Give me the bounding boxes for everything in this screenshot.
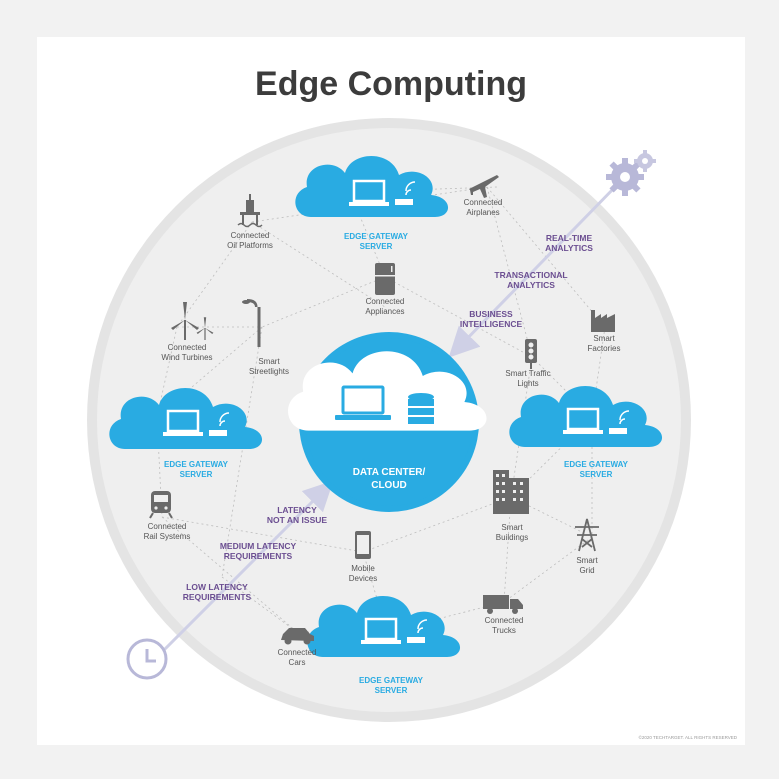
gateway-label: SERVER: [580, 470, 613, 479]
gateway-label: EDGE GATEWAY: [344, 232, 409, 241]
edge-gateway-left: EDGE GATEWAY SERVER: [109, 388, 263, 479]
building-icon: [493, 470, 529, 514]
analytics-label: BUSINESS: [469, 309, 513, 319]
page-title: Edge Computing: [255, 65, 527, 103]
edge-gateway-bottom: EDGE GATEWAY SERVER: [307, 596, 461, 695]
edge-computing-diagram: Edge Computing: [87, 65, 738, 740]
gateway-label: EDGE GATEWAY: [564, 460, 629, 469]
router-icon: [407, 619, 428, 643]
gateway-label: EDGE GATEWAY: [164, 460, 229, 469]
analytics-label: INTELLIGENCE: [460, 319, 523, 329]
device-label: Lights: [517, 379, 538, 388]
device-label: Trucks: [492, 626, 516, 635]
database-icon: [408, 393, 434, 424]
device-label: Rail Systems: [144, 532, 191, 541]
oil-platform-icon: [237, 194, 263, 228]
device-label: Oil Platforms: [227, 241, 273, 250]
router-icon: [609, 410, 630, 434]
car-icon: [281, 628, 314, 645]
device-label: Appliances: [365, 307, 404, 316]
appliance-icon: [375, 263, 395, 295]
device-label: Connected: [464, 198, 503, 207]
gears-icon: [606, 150, 656, 196]
wind-turbine-icon: [171, 302, 214, 340]
analytics-label: ANALYTICS: [507, 280, 555, 290]
device-label: Smart: [501, 523, 523, 532]
device-label: Wind Turbines: [161, 353, 212, 362]
airplane-icon: [469, 175, 499, 198]
device-label: Streetlights: [249, 367, 289, 376]
laptop-icon: [163, 409, 203, 436]
truck-icon: [483, 595, 523, 614]
device-label: Grid: [579, 566, 594, 575]
device-label: Connected: [278, 648, 317, 657]
analytics-label: TRANSACTIONAL: [494, 270, 567, 280]
copyright-footer: ©2020 TECHTARGET. ALL RIGHTS RESERVED: [639, 734, 738, 740]
data-center-label-line1: DATA CENTER/: [353, 467, 426, 478]
device-label: Smart Traffic: [505, 369, 550, 378]
power-grid-icon: [575, 518, 599, 552]
router-icon: [395, 181, 416, 205]
latency-label: LOW LATENCY: [186, 582, 248, 592]
device-label: Smart: [258, 357, 280, 366]
traffic-light-icon: [525, 339, 537, 369]
device-label: Connected: [231, 231, 270, 240]
device-label: Factories: [588, 344, 621, 353]
gateway-label: SERVER: [375, 686, 408, 695]
data-center-cloud: [288, 351, 487, 431]
analytics-arrow: [448, 183, 619, 358]
clock-icon: [126, 638, 168, 680]
gateway-label: SERVER: [180, 470, 213, 479]
device-label: Airplanes: [466, 208, 499, 217]
latency-label: LATENCY: [277, 505, 317, 515]
device-label: Connected: [366, 297, 405, 306]
device-label: Connected: [148, 522, 187, 531]
gateway-label: EDGE GATEWAY: [359, 676, 424, 685]
latency-label: NOT AN ISSUE: [267, 515, 327, 525]
latency-label: MEDIUM LATENCY: [220, 541, 297, 551]
data-center-label-line2: CLOUD: [371, 480, 407, 491]
device-label: Mobile: [351, 564, 375, 573]
device-label: Devices: [349, 574, 377, 583]
factory-icon: [591, 310, 615, 332]
analytics-label: ANALYTICS: [545, 243, 593, 253]
router-icon: [209, 412, 230, 436]
edge-gateway-top: EDGE GATEWAY SERVER: [295, 156, 449, 251]
device-label: Buildings: [496, 533, 528, 542]
edge-gateway-right: EDGE GATEWAY SERVER: [509, 386, 663, 479]
mobile-phone-icon: [355, 531, 371, 559]
device-label: Connected: [168, 343, 207, 352]
latency-label: REQUIREMENTS: [183, 592, 252, 602]
laptop-icon: [335, 385, 391, 420]
latency-arrow: [157, 480, 334, 657]
device-label: Smart: [576, 556, 598, 565]
laptop-icon: [361, 617, 401, 644]
device-label: Smart: [593, 334, 615, 343]
laptop-icon: [563, 407, 603, 434]
latency-label: REQUIREMENTS: [224, 551, 293, 561]
train-icon: [149, 491, 173, 519]
gateway-label: SERVER: [360, 242, 393, 251]
device-label: Cars: [289, 658, 306, 667]
analytics-label: REAL-TIME: [546, 233, 593, 243]
device-label: Connected: [485, 616, 524, 625]
laptop-icon: [349, 179, 389, 206]
infographic-frame: Edge Computing: [37, 37, 745, 745]
streetlight-icon: [242, 299, 261, 347]
